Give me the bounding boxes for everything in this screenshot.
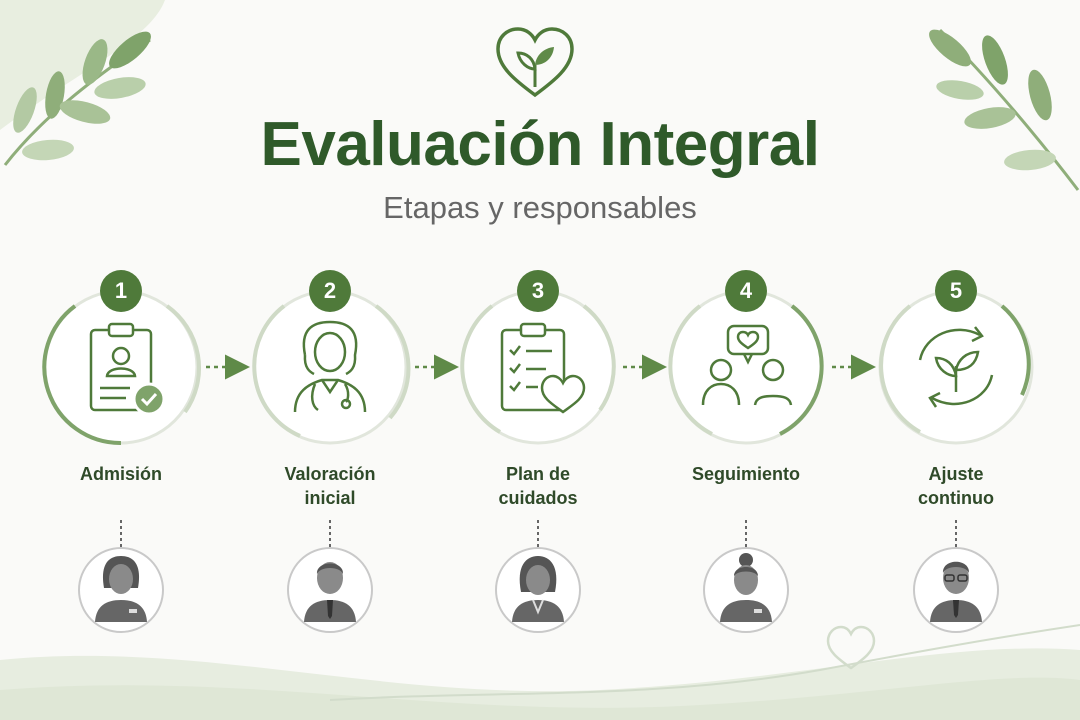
checklist-heart-icon	[500, 322, 586, 414]
step-number-badge-2: 2	[309, 270, 351, 312]
step-circle-4	[668, 289, 824, 445]
page-title: Evaluación Integral	[260, 110, 820, 179]
step-label-4: Seguimiento	[666, 462, 826, 486]
step-label-2-line-2: inicial	[304, 488, 356, 508]
step-circle-2	[252, 289, 411, 445]
step-label-4-line-1: Seguimiento	[691, 464, 800, 484]
step-number-badge-4: 4	[725, 270, 767, 312]
step-label-5-line-2: continuo	[918, 488, 994, 508]
leaf-branch-right-icon	[929, 28, 1080, 191]
page-subtitle: Etapas y responsables	[383, 190, 697, 225]
receptionist-avatar-icon	[78, 547, 164, 633]
step-number-badge-3: 3	[517, 270, 559, 312]
step-number-badge-5: 5	[935, 270, 977, 312]
leaf-branch-left-icon	[3, 31, 151, 166]
step-circle-1	[42, 289, 202, 446]
step-label-3: Plan de cuidados	[458, 462, 618, 510]
step-label-1: Admisión	[41, 462, 201, 486]
step-label-5: Ajuste continuo	[876, 462, 1036, 510]
doctor-stethoscope-icon	[293, 320, 367, 413]
heart-outline-icon	[826, 625, 876, 670]
caregiver-avatar-icon	[703, 547, 789, 633]
step-number-badge-1: 1	[100, 270, 142, 312]
step-label-1-line-1: Admisión	[79, 464, 162, 484]
cycle-sprout-icon	[918, 326, 994, 408]
step-circle-3	[460, 289, 616, 445]
conversation-heart-icon	[701, 324, 793, 406]
clipboard-check-icon	[89, 322, 166, 416]
heart-sprout-icon	[496, 27, 574, 98]
manager-avatar-icon	[287, 547, 373, 633]
nurse-avatar-icon	[495, 547, 581, 633]
step-label-2-line-1: Valoración	[284, 464, 376, 484]
supervisor-avatar-icon	[913, 547, 999, 633]
step-label-3-line-2: cuidados	[498, 488, 578, 508]
step-label-3-line-1: Plan de	[505, 464, 571, 484]
step-label-5-line-1: Ajuste	[928, 464, 984, 484]
step-label-2: Valoración inicial	[250, 462, 410, 510]
